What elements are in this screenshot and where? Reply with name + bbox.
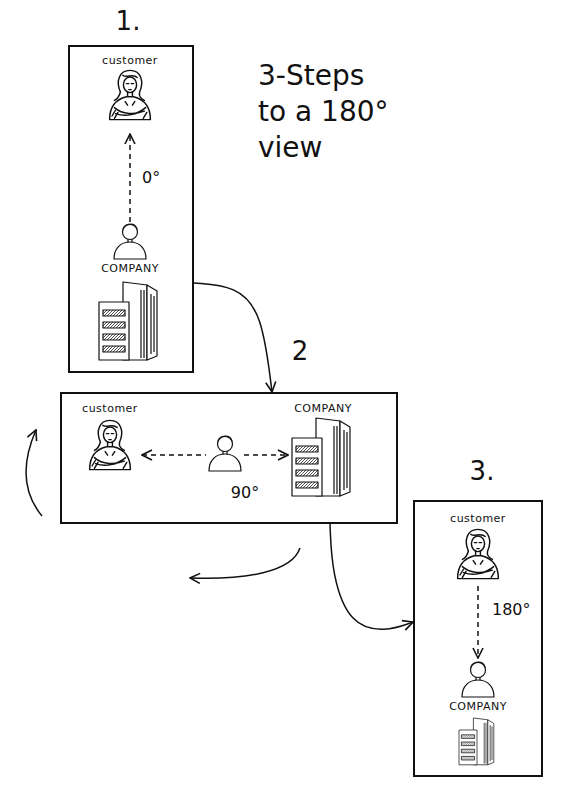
customer-figure [458,529,499,578]
angle-label: 180° [490,601,533,619]
employee-figure [209,436,241,471]
rotation-arrow [26,430,42,516]
figure-label: customer [82,402,138,416]
step-arrow [330,524,413,629]
view-arrow [477,586,479,658]
step-arrow [194,283,272,392]
figure-group: COMPANY [97,222,163,362]
figure-group: customer [446,510,510,586]
customer-figure [110,70,151,119]
step-panel: 2customerCOMPANY [60,392,398,524]
employee-figure [114,224,146,259]
rotation-arrow [190,548,300,578]
step-number: 3. [470,456,495,486]
figure-group: customer [78,400,142,478]
figure-group: COMPANY [445,658,511,768]
employee-figure [462,662,494,697]
diagram-title: 3-Steps to a 180° view [258,58,398,166]
figure-label: customer [102,54,158,68]
company-building [292,418,350,496]
figure-label: COMPANY [294,402,352,416]
step-number: 2 [292,336,309,366]
step-panel: 1.customerCOMPANY [68,45,194,373]
angle-label: 90° [229,484,261,502]
figure-label: COMPANY [449,700,507,714]
company-building [99,282,157,360]
figure-label: customer [450,512,506,526]
connector-group [130,134,478,658]
customer-figure [90,420,131,469]
step-number: 1. [116,6,141,36]
view-arrow [142,454,288,456]
figure-label: COMPANY [101,262,159,276]
figure-group: COMPANY [288,400,358,498]
step-panel: 3.customerCOMPANY [413,500,543,777]
angle-label: 0° [140,169,162,187]
company-building [459,718,494,765]
figure-group: customer [98,52,162,134]
view-arrow [129,134,131,222]
